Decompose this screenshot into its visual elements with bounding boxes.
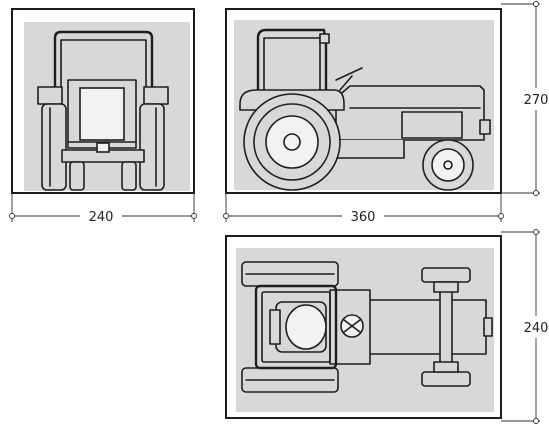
- top-view: [225, 235, 502, 419]
- side-engine-panel: [401, 111, 463, 139]
- dim-front-tick-left: [9, 213, 15, 219]
- side-rear-wheel-hub: [283, 133, 301, 151]
- side-front-wheel-rim: [431, 148, 465, 182]
- dim-front-width-label: 240: [89, 210, 114, 225]
- top-front-weight: [483, 317, 493, 337]
- front-grille: [79, 87, 125, 141]
- dim-top-width-label: 240: [524, 321, 549, 336]
- front-left-fender: [37, 86, 63, 105]
- dim-height-tick-bottom: [533, 190, 539, 196]
- front-view-tractor: [37, 30, 169, 191]
- front-right-front-wheel: [121, 161, 137, 191]
- side-steering-column: [339, 75, 353, 91]
- front-left-rear-wheel: [41, 103, 67, 191]
- top-left-kingpin: [433, 281, 459, 293]
- dimension-front-width: 240: [9, 193, 197, 225]
- top-seat-cushion: [285, 304, 327, 350]
- dim-front-tick-right: [191, 213, 197, 219]
- side-view: [225, 8, 502, 194]
- top-cab-inner: [261, 291, 331, 363]
- side-cab-outline: [256, 28, 328, 98]
- top-front-axle: [439, 281, 453, 373]
- top-steering-spokes: [343, 319, 361, 333]
- side-front-weight: [479, 119, 491, 135]
- front-rops-inner: [60, 39, 147, 96]
- front-right-rear-wheel: [139, 103, 165, 191]
- dimension-side-height: 270: [501, 1, 549, 196]
- dim-top-tick-bottom: [533, 418, 539, 424]
- top-cab-frame: [254, 284, 338, 370]
- dimension-top-width: 240: [501, 229, 549, 424]
- side-cab-window: [263, 37, 321, 99]
- side-rear-wheel-rim-outer: [253, 103, 331, 181]
- dim-side-length-label: 360: [351, 210, 376, 225]
- side-front-wheel-hub: [443, 160, 453, 170]
- dimension-side-length: 360: [223, 193, 504, 225]
- top-seat-back: [269, 309, 281, 345]
- dim-top-tick-top: [533, 229, 539, 235]
- side-lower-frame: [335, 140, 405, 159]
- side-view-tractor: [239, 28, 491, 191]
- top-view-tractor: [241, 261, 493, 393]
- front-left-front-wheel: [69, 161, 85, 191]
- side-steering-wheel: [335, 67, 363, 81]
- dim-side-tick-left: [223, 213, 229, 219]
- top-front-left-wheel: [421, 267, 471, 283]
- front-right-fender: [143, 86, 169, 105]
- front-hitch: [96, 142, 110, 153]
- top-front-right-wheel: [421, 371, 471, 387]
- top-hood: [359, 299, 487, 355]
- dim-height-tick-top: [533, 1, 539, 7]
- side-rear-wheel-rim: [265, 115, 319, 169]
- side-cab-beacon: [319, 33, 330, 44]
- dim-side-tick-right: [498, 213, 504, 219]
- dim-side-height-label: 270: [524, 93, 549, 108]
- top-right-kingpin: [433, 361, 459, 373]
- front-view: [11, 8, 195, 194]
- front-rops-frame: [53, 30, 154, 95]
